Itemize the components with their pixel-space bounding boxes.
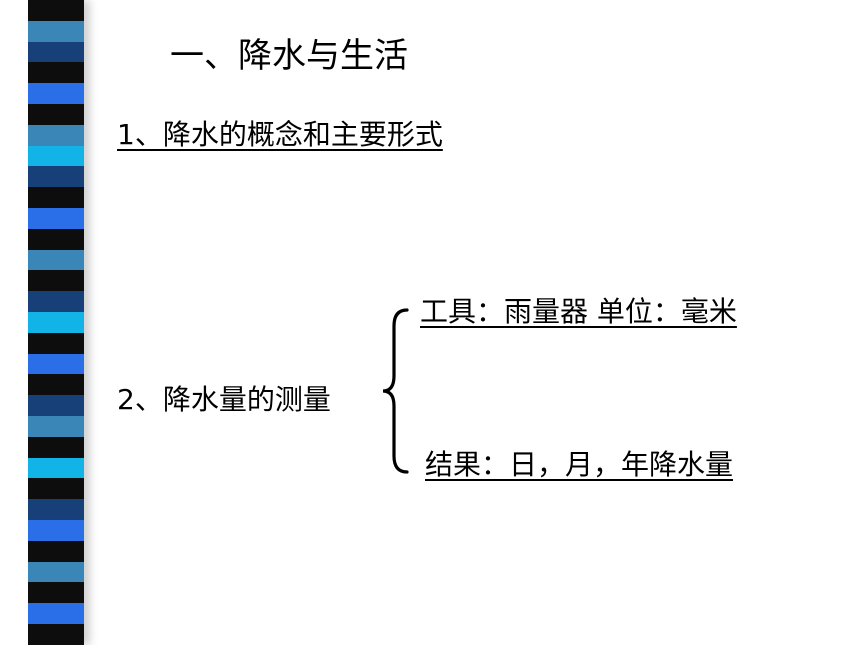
stripe-segment — [28, 311, 84, 333]
stripe-segment — [28, 291, 84, 312]
stripe-segment — [28, 582, 84, 604]
stripe-segment — [28, 103, 84, 125]
stripe-segment — [28, 41, 84, 63]
stripe-segment — [28, 62, 84, 84]
stripe-segment — [28, 228, 84, 250]
measurement-tool-unit: 工具：雨量器 单位：毫米 — [420, 295, 737, 328]
stripe-segment — [28, 561, 84, 583]
stripe-segment — [28, 623, 84, 645]
stripe-segment — [28, 20, 84, 42]
stripe-segment — [28, 332, 84, 354]
stripe-segment — [28, 374, 84, 396]
measurement-result: 结果：日，月，年降水量 — [425, 448, 734, 481]
stripe-segment — [28, 249, 84, 271]
slide-title: 一、降水与生活 — [170, 36, 408, 76]
stripe-segment — [28, 270, 84, 292]
decorative-stripe-bar — [28, 0, 84, 645]
stripe-segment — [28, 187, 84, 208]
stripe-segment — [28, 395, 84, 416]
curly-brace-icon — [382, 308, 409, 474]
stripe-segment — [28, 145, 84, 167]
stripe-segment — [28, 457, 84, 479]
stripe-segment — [28, 124, 84, 146]
heading-precipitation-concept: 1、降水的概念和主要形式 — [117, 118, 443, 151]
stripe-segment — [28, 436, 84, 458]
stripe-segment — [28, 499, 84, 520]
stripe-segment — [28, 353, 84, 375]
stripe-segment — [28, 207, 84, 229]
stripe-segment — [28, 166, 84, 188]
stripe-segment — [28, 83, 84, 104]
stripe-segment — [28, 519, 84, 541]
stripe-segment — [28, 603, 84, 624]
stripe-segment — [28, 540, 84, 562]
stripe-segment — [28, 478, 84, 500]
stripe-segment — [28, 415, 84, 437]
stripe-segment — [28, 0, 84, 21]
heading-precipitation-measurement: 2、降水量的测量 — [117, 383, 331, 416]
